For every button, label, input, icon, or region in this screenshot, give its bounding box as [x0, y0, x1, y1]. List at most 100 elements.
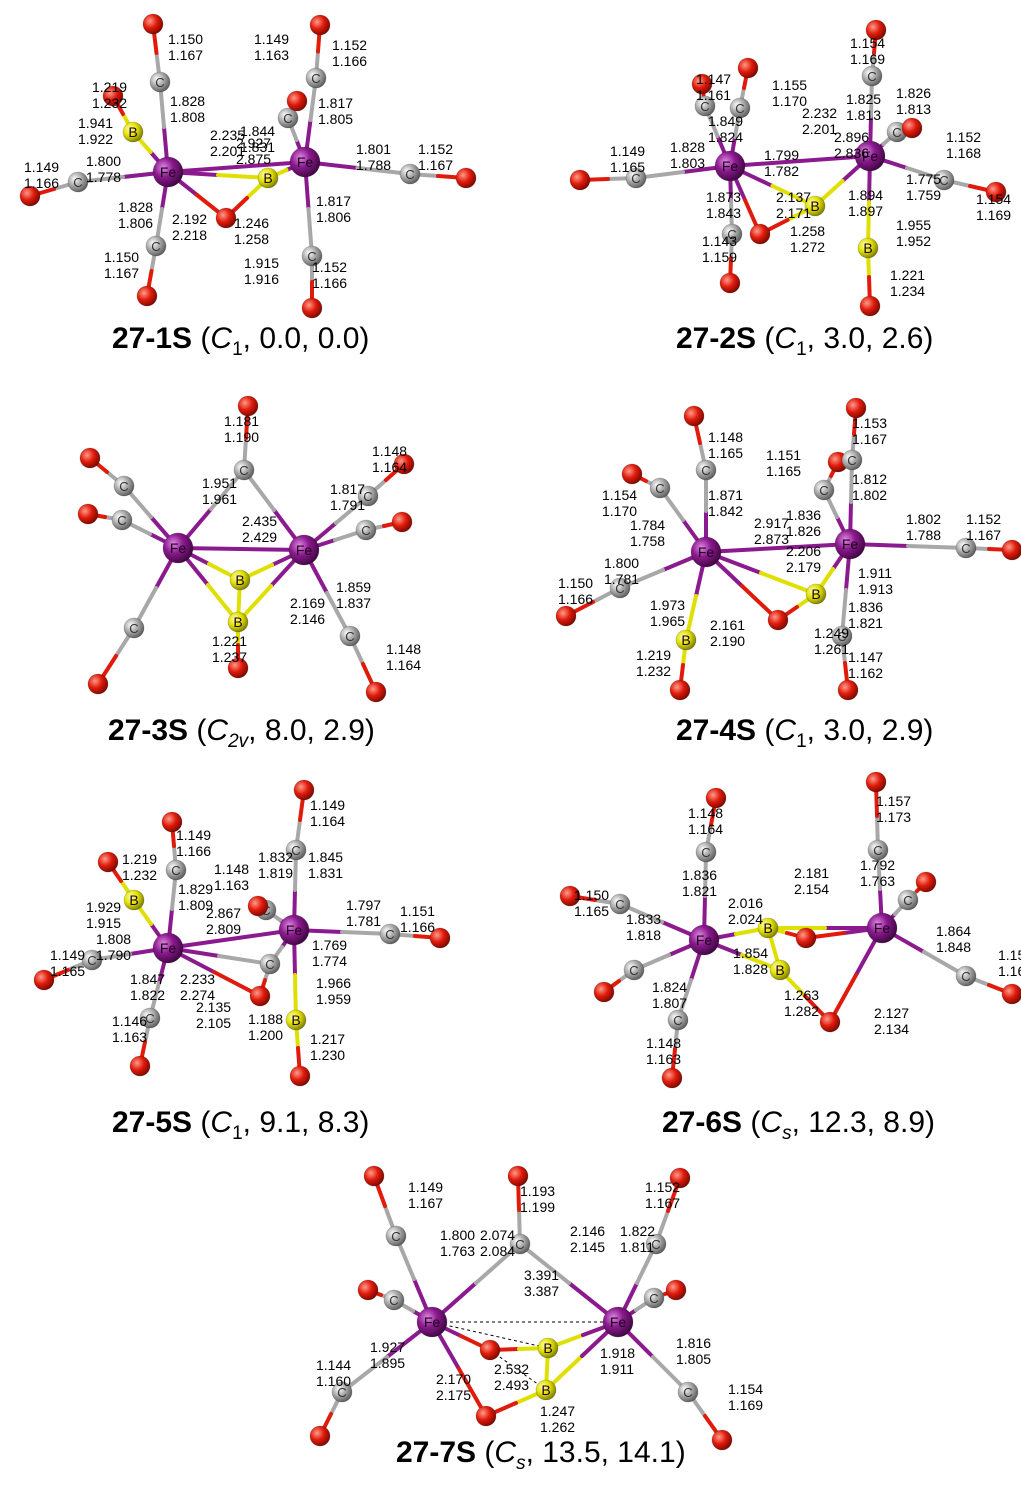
atom-o [865, 771, 887, 793]
bond-length-label: 1.894 [848, 187, 883, 203]
bond-length-label: 2.218 [172, 227, 207, 243]
atom-o [237, 395, 259, 417]
bond-length-label: 1.164 [372, 459, 407, 475]
atom-c [385, 1225, 407, 1247]
bond-length-label: 1.817 [330, 481, 365, 497]
atom-c [305, 67, 327, 89]
atom-b [285, 1009, 307, 1031]
bond-length-label: 1.170 [602, 503, 637, 519]
atom-symbol: C [892, 125, 901, 140]
bond-length-label: 1.859 [336, 579, 371, 595]
atom-o [249, 985, 271, 1007]
atom-o [915, 871, 937, 893]
bond-length-label: 2.192 [172, 211, 207, 227]
bond-length-label: 1.167 [104, 265, 139, 281]
bond-length-label: 1.152 [946, 129, 981, 145]
bond-length-label: 1.955 [896, 217, 931, 233]
bond-length-label: 1.817 [318, 95, 353, 111]
atom-fe [152, 932, 184, 964]
atom-c [285, 839, 307, 861]
bond-length-label: 2.836 [834, 145, 869, 161]
atom-o [215, 207, 237, 229]
bond-length-label: 1.152 [332, 37, 367, 53]
caption-27-6S: 27-6S (Cs, 12.3, 8.9) [662, 1106, 936, 1144]
atom-o [845, 397, 867, 419]
bond-length-label: 1.232 [122, 867, 157, 883]
bond-length-label: 1.152 [418, 141, 453, 157]
atom-symbol: C [337, 1385, 346, 1400]
atom-c [649, 477, 671, 499]
bond-length-label: 2.135 [196, 999, 231, 1015]
bond-length-label: 1.847 [130, 971, 165, 987]
bond-length-label: 1.148 [708, 429, 743, 445]
atom-c [139, 1007, 161, 1029]
atom-b [757, 917, 779, 939]
bond-length-label: 1.812 [852, 471, 887, 487]
atom-o [293, 779, 315, 801]
caption-e2: 2.9 [323, 714, 365, 747]
atom-o [247, 895, 269, 917]
atom-symbol: C [837, 629, 846, 644]
atom-o [691, 73, 713, 95]
bond-length-label: 1.150 [574, 887, 609, 903]
atom-o [289, 1065, 311, 1087]
atom-o [87, 673, 109, 695]
bond-length-labels: 1.1491.1671.1931.1991.1521.1671.8001.763… [316, 1179, 763, 1435]
bond-length-label: 1.825 [846, 91, 881, 107]
atom-symbol: C [307, 249, 316, 264]
atom-symbol: B [863, 240, 872, 256]
bond-length-label: 1.915 [86, 915, 121, 931]
atom-c [339, 625, 361, 647]
bond-length-label: 2.867 [206, 905, 241, 921]
caption-sym: C [210, 322, 233, 355]
bond-length-label: 1.797 [346, 897, 381, 913]
bond-length-label: 1.188 [248, 1011, 283, 1027]
caption-e2: 8.9 [883, 1106, 926, 1139]
bond-length-label: 1.154 [850, 35, 885, 51]
bond-length-label: 2.917 [754, 515, 789, 531]
atom-c [623, 959, 645, 981]
structure-27-6S: FeFeBBCCCCCCC1.1481.1641.8361.8211.1501.… [559, 771, 1021, 1089]
bond-length-label: 1.272 [790, 239, 825, 255]
atom-o [705, 787, 727, 809]
atom-fe [162, 532, 194, 564]
bond-length-label: 2.137 [776, 189, 811, 205]
bond-length-label: 2.171 [776, 205, 811, 221]
caption-sym: C [774, 322, 797, 355]
bond-length-label: 1.806 [118, 215, 153, 231]
atom-b [805, 583, 827, 605]
bond-length-label: 1.854 [733, 945, 768, 961]
bond-length-label: 2.873 [754, 531, 789, 547]
bond-length-label: 1.167 [966, 527, 1001, 543]
atom-symbol: C [615, 897, 624, 912]
bond-length-label: 1.151 [998, 947, 1021, 963]
bond-length-label: 1.807 [652, 995, 687, 1011]
bond-length-label: 1.219 [92, 79, 127, 95]
caption-sub: 2v [228, 731, 249, 752]
atom-symbol: Fe [610, 1314, 627, 1330]
bond-length-label: 1.781 [604, 571, 639, 587]
atom-fe [602, 1306, 634, 1338]
bond-length-label: 1.163 [254, 47, 289, 63]
bond-length-label: 1.234 [890, 283, 925, 299]
atom-symbol: C [700, 99, 709, 114]
caption-id: 27-4S [676, 714, 757, 747]
atom-o [391, 511, 413, 533]
atom-symbol: C [515, 1237, 524, 1252]
atom-symbol: C [961, 541, 970, 556]
atom-symbol: C [117, 513, 126, 528]
atom-symbol: Fe [698, 544, 715, 560]
atom-c [643, 1287, 665, 1309]
bond-length-label: 1.167 [645, 1195, 680, 1211]
caption-27-4S: 27-4S (C1, 3.0, 2.9) [676, 714, 934, 752]
atom-b [229, 569, 251, 591]
bond-length-label: 1.148 [386, 641, 421, 657]
bond-length-label: 1.813 [846, 107, 881, 123]
bond-length-label: 1.232 [92, 95, 127, 111]
atom-symbol: B [263, 170, 272, 186]
bond-length-label: 1.791 [330, 497, 365, 513]
atom-o [365, 681, 387, 703]
atom-symbol: C [119, 479, 128, 494]
atom-o [142, 13, 164, 35]
